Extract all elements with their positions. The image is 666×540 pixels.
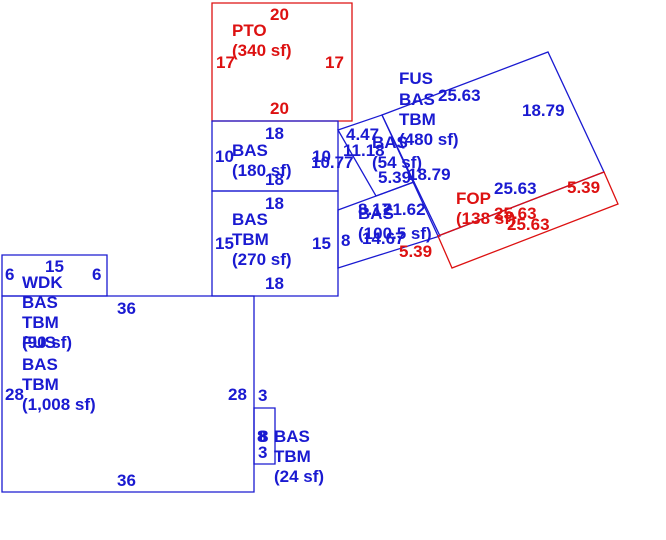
pto-dim-left: 17 [216,53,235,72]
wdk-dim-top: 15 [45,257,64,276]
fus-480-label-line-4: (480 sf) [399,130,459,149]
bas-tbm-270-dim-top: 18 [265,194,284,213]
wdk-dim-right: 6 [92,265,101,284]
wdk-dim-left: 6 [5,265,14,284]
bas-180-label-line-1: BAS [232,141,268,160]
fus-480-dim-top: 25.63 [438,86,481,105]
main-dim-left: 28 [5,385,24,404]
wdk-label-line-1: WDK [22,273,63,292]
bas-54-label-line-2: (54 sf) [372,153,422,172]
fus-480-label-line-3: TBM [399,110,436,129]
bas-54-dim-top: 4.47 [346,125,379,144]
wdk-label-line-2: (90 sf) [22,333,72,352]
bas-54-dim-left-2: 10.77 [311,153,354,172]
fop-outline [437,171,619,269]
fus-480-dim-left: 18.79 [408,165,451,184]
bas-100-dim-top-2: 8.17 [358,200,391,219]
bas-tbm-270-dim-right: 15 [312,234,331,253]
main-label-line-1: BAS [22,293,58,312]
bas-100-label-line-1: BAS [358,204,394,223]
bas-tbm-270-label-line-3: (270 sf) [232,250,292,269]
bas-tbm-270-dim-bottom: 18 [265,274,284,293]
pto-dim-right: 17 [325,53,344,72]
main-dim-right: 28 [228,385,247,404]
bas-180-dim-right: 10 [312,147,331,166]
bas-tbm-24-label-line-2: TBM [274,447,311,466]
main-label-line-3: FUS [22,333,56,352]
fus-480-dim-right: 18.79 [522,101,565,120]
bas-180-dim-left: 10 [215,147,234,166]
main-outline [1,295,255,493]
bas-180-dim-top: 18 [265,124,284,143]
bas-tbm-24-label-line-1: BAS [274,427,310,446]
bas-54-label-line-1: BAS [372,133,408,152]
bas-tbm-24-dim-top: 3 [258,386,267,405]
main-dim-top: 36 [117,299,136,318]
fus-480-label-line-2: BAS [399,90,435,109]
fop-dim-right: 5.39 [567,178,600,197]
pto-dim-top: 20 [270,5,289,24]
bas-100-label-line-2: (100.5 sf) [358,224,432,243]
pto-outline [211,2,353,122]
fus-480-dim-bottom: 25.63 [494,179,537,198]
bas-tbm-270-label-line-2: TBM [232,230,269,249]
pto-dim-bottom: 20 [270,99,289,118]
bas-tbm-270-dim-left: 15 [215,234,234,253]
bas-tbm-24-dim-left: 8 [257,427,266,446]
bas-tbm-24-dim-right: 8 [259,427,268,446]
fop-dim-bottom: 25.63 [507,215,550,234]
bas-100-dim-left: 8 [341,231,350,250]
main-label-line-5: TBM [22,375,59,394]
bas-100-dim-bottom: 14.67 [362,229,405,248]
bas-100-dim-top: 21.62 [383,200,426,219]
main-label-line-4: BAS [22,355,58,374]
pto-label-line-1: PTO [232,21,267,40]
bas-180-dim-bottom: 18 [265,170,284,189]
bas-tbm-24-outline [253,407,276,465]
fop-label-line-1: FOP [456,189,491,208]
bas-54-dim-bottom: 5.39 [378,168,411,187]
bas-100-outline [337,181,441,269]
fop-dim-left: 5.39 [399,242,432,261]
pto-label-line-2: (340 sf) [232,41,292,60]
bas-tbm-24-label-line-3: (24 sf) [274,467,324,486]
bas-tbm-24-dim-bottom: 3 [258,443,267,462]
bas-tbm-270-outline [211,190,339,297]
fus-480-label-line-1: FUS [399,69,433,88]
bas-54-dim-left: 11.18 [343,141,385,160]
main-label-line-2: TBM [22,313,59,332]
fop-label-line-2: (138 sf) [456,209,516,228]
main-label-line-6: (1,008 sf) [22,395,96,414]
main-dim-bottom: 36 [117,471,136,490]
bas-tbm-270-label-line-1: BAS [232,210,268,229]
fop-dim-top: 25.63 [494,204,537,223]
bas-180-label-line-2: (180 sf) [232,161,292,180]
